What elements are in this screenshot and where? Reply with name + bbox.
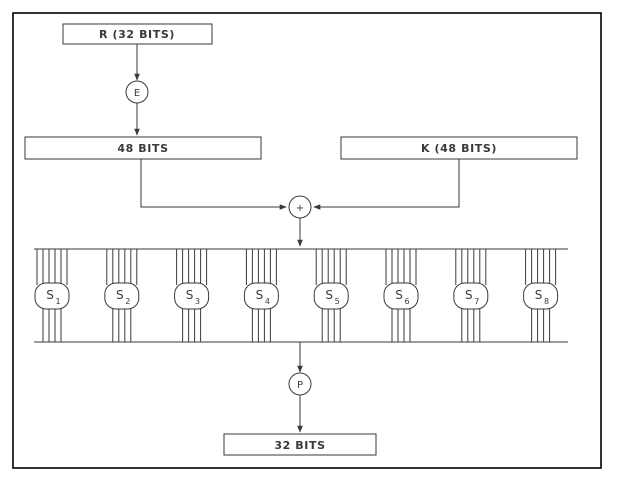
sbox-body (174, 282, 210, 310)
sbox-body (453, 282, 489, 310)
sbox-index: 8 (544, 297, 549, 306)
sbox-index: 7 (474, 297, 479, 306)
sbox-body (523, 282, 559, 310)
sbox-index: 4 (265, 297, 270, 306)
sbox-label: S (325, 288, 333, 302)
sbox-label: S (46, 288, 54, 302)
sbox-label: S (116, 288, 124, 302)
permutation-label: P (297, 380, 303, 391)
sbox-index: 1 (55, 297, 60, 306)
expansion-label: E (134, 88, 140, 99)
sbox-index: 5 (335, 297, 340, 306)
xor-label: + (296, 203, 304, 214)
sbox-index: 2 (125, 297, 130, 306)
sbox-label: S (186, 288, 194, 302)
outer-frame (12, 12, 602, 469)
sbox-body (34, 282, 70, 310)
key-label: K (48 BITS) (421, 142, 497, 155)
sbox-body (243, 282, 279, 310)
sbox-body (383, 282, 419, 310)
r-input-label: R (32 BITS) (99, 28, 175, 41)
expanded-label: 48 BITS (117, 142, 168, 155)
sbox-index: 6 (404, 297, 409, 306)
expanded-box (24, 136, 262, 160)
output-label: 32 BITS (274, 439, 325, 452)
sbox-label: S (395, 288, 403, 302)
output-box (223, 433, 377, 456)
arrow-expanded-to-xor (140, 159, 287, 210)
sbox-body (313, 282, 349, 310)
arrow-key-to-xor (313, 159, 460, 210)
sbox-index: 3 (195, 297, 200, 306)
sbox-body (104, 282, 140, 310)
sbox-label: S (465, 288, 473, 302)
sbox-label: S (535, 288, 543, 302)
sbox-label: S (256, 288, 264, 302)
